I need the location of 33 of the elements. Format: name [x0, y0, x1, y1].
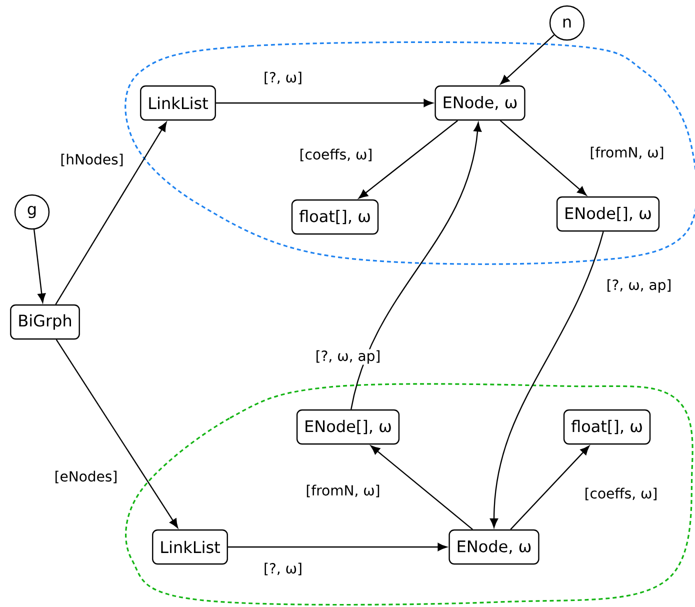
- arrow: [358, 120, 458, 199]
- edge-label: [coeffs, ω]: [583, 486, 659, 502]
- edge-label: [?, ω]: [262, 562, 304, 576]
- process-box: ENode[], ω: [296, 409, 400, 445]
- process-box: float[], ω: [563, 409, 651, 445]
- process-box: LinkList: [140, 85, 216, 121]
- arrow: [500, 120, 587, 196]
- edge-label: [coeffs, ω]: [298, 148, 374, 162]
- arrow: [33, 229, 46, 303]
- edge-label: [fromN, ω]: [588, 146, 666, 160]
- process-box: ENode[], ω: [556, 196, 660, 232]
- process-box: ENode, ω: [448, 529, 540, 565]
- edge-label: [eNodes]: [53, 470, 119, 484]
- edge-label: [fromN, ω]: [304, 484, 382, 498]
- edge-label: [?, ω]: [262, 70, 304, 86]
- arrow: [228, 543, 448, 552]
- arrow: [216, 99, 434, 107]
- process-box: BiGrph: [10, 304, 80, 340]
- circle-node: g: [14, 194, 50, 230]
- process-box: float[], ω: [291, 199, 379, 235]
- arrow: [500, 34, 554, 84]
- edge-label: [?, ω, ap]: [605, 278, 673, 294]
- process-box: LinkList: [152, 529, 228, 565]
- circle-node: n: [549, 5, 585, 41]
- arrow: [56, 339, 178, 528]
- edge-label: [hNodes]: [59, 152, 125, 168]
- process-box: ENode, ω: [434, 85, 526, 121]
- arrow: [55, 122, 167, 305]
- arrow: [510, 446, 590, 530]
- arrow: [370, 445, 473, 530]
- arrow: [490, 231, 604, 528]
- edge-label: [?, ω, ap]: [314, 349, 382, 365]
- arrow: [350, 122, 482, 410]
